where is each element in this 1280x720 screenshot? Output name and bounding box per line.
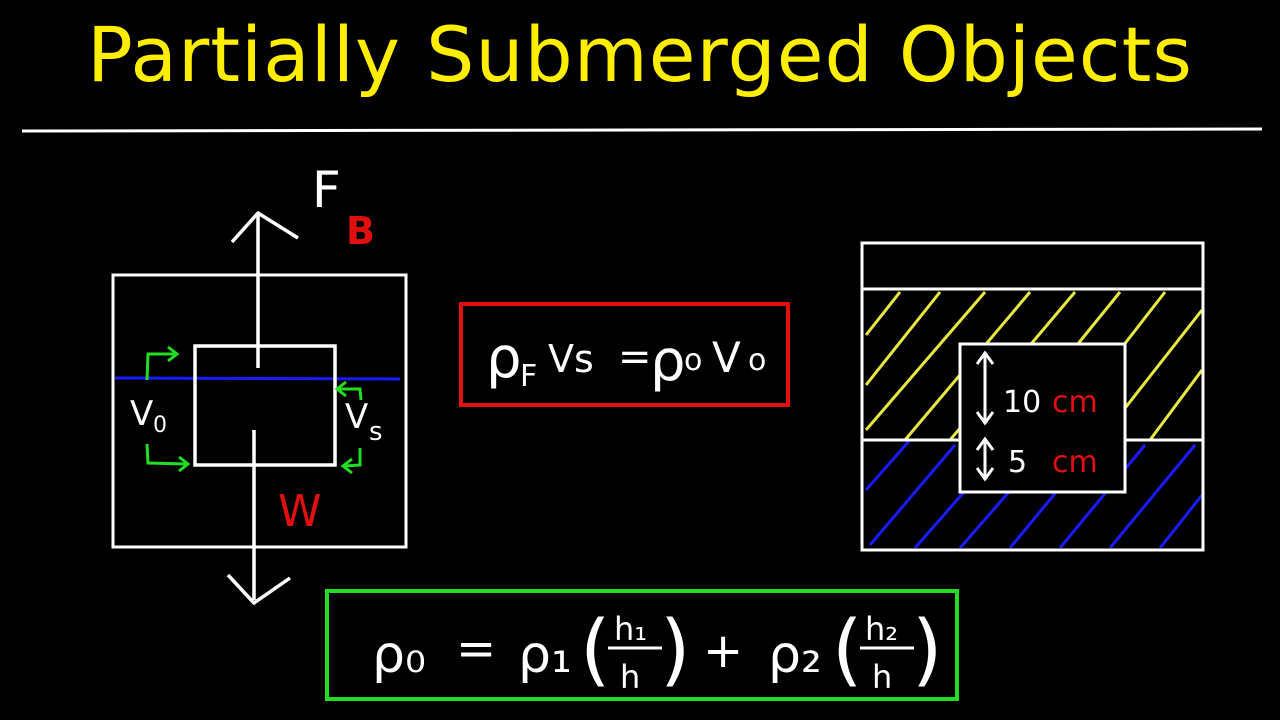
h-denominator-2: h xyxy=(872,658,892,696)
rho-0: ρ₀ xyxy=(372,625,426,685)
v-o: V xyxy=(712,333,741,382)
top-dim-unit: cm xyxy=(1052,385,1098,420)
left-paren-2: ( xyxy=(832,605,862,695)
red-equals: = xyxy=(618,334,652,380)
red-equation: ρ F Vs = ρ o V o xyxy=(459,302,790,407)
right-paren-2: ) xyxy=(912,605,942,695)
bottom-dim-unit: cm xyxy=(1052,445,1098,480)
h1: h₁ xyxy=(614,610,647,648)
buoyant-force-label: F xyxy=(312,161,341,219)
page-title: Partially Submerged Objects xyxy=(87,10,1193,99)
right-paren-1: ) xyxy=(660,605,690,695)
water-surface-line xyxy=(114,376,401,381)
buoyant-arrowhead xyxy=(230,211,299,244)
vs-top-marker-head xyxy=(334,380,347,398)
rho-f-subscript: F xyxy=(520,359,537,394)
rho-1: ρ₁ xyxy=(518,625,572,685)
red-equation-box xyxy=(459,302,790,407)
green-equation: ρ₀ = ρ₁ ( h₁ h ) + ρ₂ ( h₂ h ) xyxy=(325,589,959,701)
floating-block xyxy=(193,344,337,467)
v-o-subscript: o xyxy=(748,343,766,378)
bottom-dim-arrowhead-up xyxy=(975,436,995,451)
vs-label: V xyxy=(345,397,368,437)
vs-top-marker xyxy=(339,387,363,401)
rho-f: ρ xyxy=(486,326,522,391)
right-container xyxy=(860,241,1205,552)
rho-o: ρ xyxy=(650,329,686,394)
top-dim-arrowhead-down xyxy=(975,411,995,426)
buoyant-force-subscript: B xyxy=(346,209,375,253)
h-denominator-1: h xyxy=(620,658,640,696)
right-diagram: 10 cm 5 cm xyxy=(860,241,1205,552)
green-equals: = xyxy=(456,621,496,677)
vo-top-marker xyxy=(145,352,175,381)
weight-label: W xyxy=(278,486,322,537)
rho-2: ρ₂ xyxy=(768,625,822,685)
vs-bottom-marker-head xyxy=(340,457,353,475)
v-s: Vs xyxy=(548,337,594,381)
vo-bottom-marker xyxy=(145,443,187,466)
top-dim-arrowhead-up xyxy=(975,350,995,365)
vs-subscript: s xyxy=(369,417,383,447)
vo-subscript: 0 xyxy=(153,413,167,438)
plus-sign: + xyxy=(703,623,743,679)
vo-label: V xyxy=(130,394,153,434)
bottom-dim-value: 5 xyxy=(1008,445,1027,480)
vs-bottom-marker xyxy=(344,448,362,468)
rho-o-subscript: o xyxy=(684,343,702,378)
h2: h₂ xyxy=(865,610,898,648)
bottom-dim-arrowhead-down xyxy=(975,467,995,482)
vo-top-marker-head xyxy=(167,345,180,363)
vo-bottom-marker-head xyxy=(178,455,191,473)
weight-arrowhead xyxy=(226,573,291,605)
green-equation-box xyxy=(325,589,959,701)
left-paren-1: ( xyxy=(580,605,610,695)
left-diagram: F B W V 0 V s xyxy=(111,161,408,605)
title-underline xyxy=(21,127,1263,133)
top-dim-value: 10 xyxy=(1003,385,1041,420)
